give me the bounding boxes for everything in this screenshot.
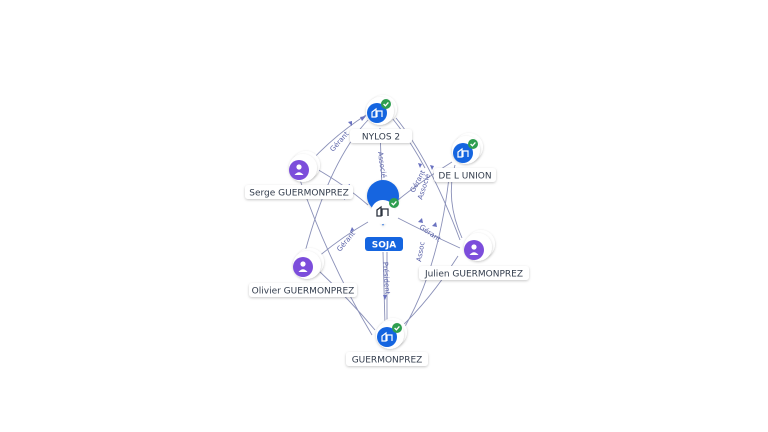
arrowhead xyxy=(418,218,423,223)
check-icon xyxy=(468,139,478,149)
edge-delunion-soja xyxy=(397,161,453,201)
node-label-julien: Julien GUERMONPREZ xyxy=(424,270,523,280)
check-icon xyxy=(381,99,391,109)
node-label-guermonprez: GUERMONPREZ xyxy=(352,356,423,366)
arrowhead xyxy=(348,121,352,126)
edge-nylos-julien xyxy=(395,117,461,241)
edge-label-gerant-julien: Gérant xyxy=(418,223,443,244)
node-label-serge: Serge GUERMONPREZ xyxy=(249,189,349,199)
check-icon xyxy=(392,323,402,333)
building-icon xyxy=(376,205,389,217)
person-circle xyxy=(289,160,309,180)
check-icon xyxy=(389,198,399,208)
arrowhead xyxy=(432,222,437,227)
building-icon xyxy=(371,107,383,118)
center-label: SOJA xyxy=(372,241,396,251)
arrowhead xyxy=(430,165,434,170)
building-icon xyxy=(381,331,393,342)
arrowhead xyxy=(350,227,354,232)
person-icon xyxy=(469,244,479,255)
node-serge[interactable]: Serge GUERMONPREZ xyxy=(245,151,353,199)
edge-label-gerant-serge-nylos: Gérant xyxy=(329,130,351,153)
edges xyxy=(299,114,463,336)
center-tag xyxy=(365,237,403,251)
edge-soja-guermonprez-1 xyxy=(382,251,386,326)
person-circle xyxy=(293,257,313,277)
arrowhead xyxy=(360,116,366,121)
edge-label-president: Président xyxy=(381,262,391,295)
node-olivier[interactable]: Olivier GUERMONPREZ xyxy=(249,248,357,297)
node-label-olivier: Olivier GUERMONPREZ xyxy=(252,287,355,297)
node-nylos[interactable]: NYLOS 2 xyxy=(350,95,412,143)
person-icon xyxy=(298,261,308,272)
node-guermonprez[interactable]: GUERMONPREZ xyxy=(346,318,428,366)
edge-olivier-guermonprez xyxy=(317,269,376,331)
node-julien[interactable]: Julien GUERMONPREZ xyxy=(419,230,529,280)
arrowhead xyxy=(418,163,422,168)
node-label-delunion: DE L UNION xyxy=(438,172,491,182)
edge-label-assoc-julien: Assoc xyxy=(415,241,426,262)
node-soja[interactable]: SOJA xyxy=(365,180,403,251)
edge-label-associe-nylos-soja: Associé xyxy=(376,151,388,178)
person-circle xyxy=(464,240,484,260)
person-icon xyxy=(294,164,304,175)
node-label-nylos: NYLOS 2 xyxy=(362,133,400,143)
node-delunion[interactable]: DE L UNION xyxy=(434,133,496,182)
edge-julien-soja xyxy=(397,217,461,249)
edge-delunion-guermonprez xyxy=(399,167,451,336)
edge-serge-guermonprez xyxy=(299,179,373,336)
arrowhead xyxy=(383,295,387,300)
building-icon xyxy=(457,147,469,158)
